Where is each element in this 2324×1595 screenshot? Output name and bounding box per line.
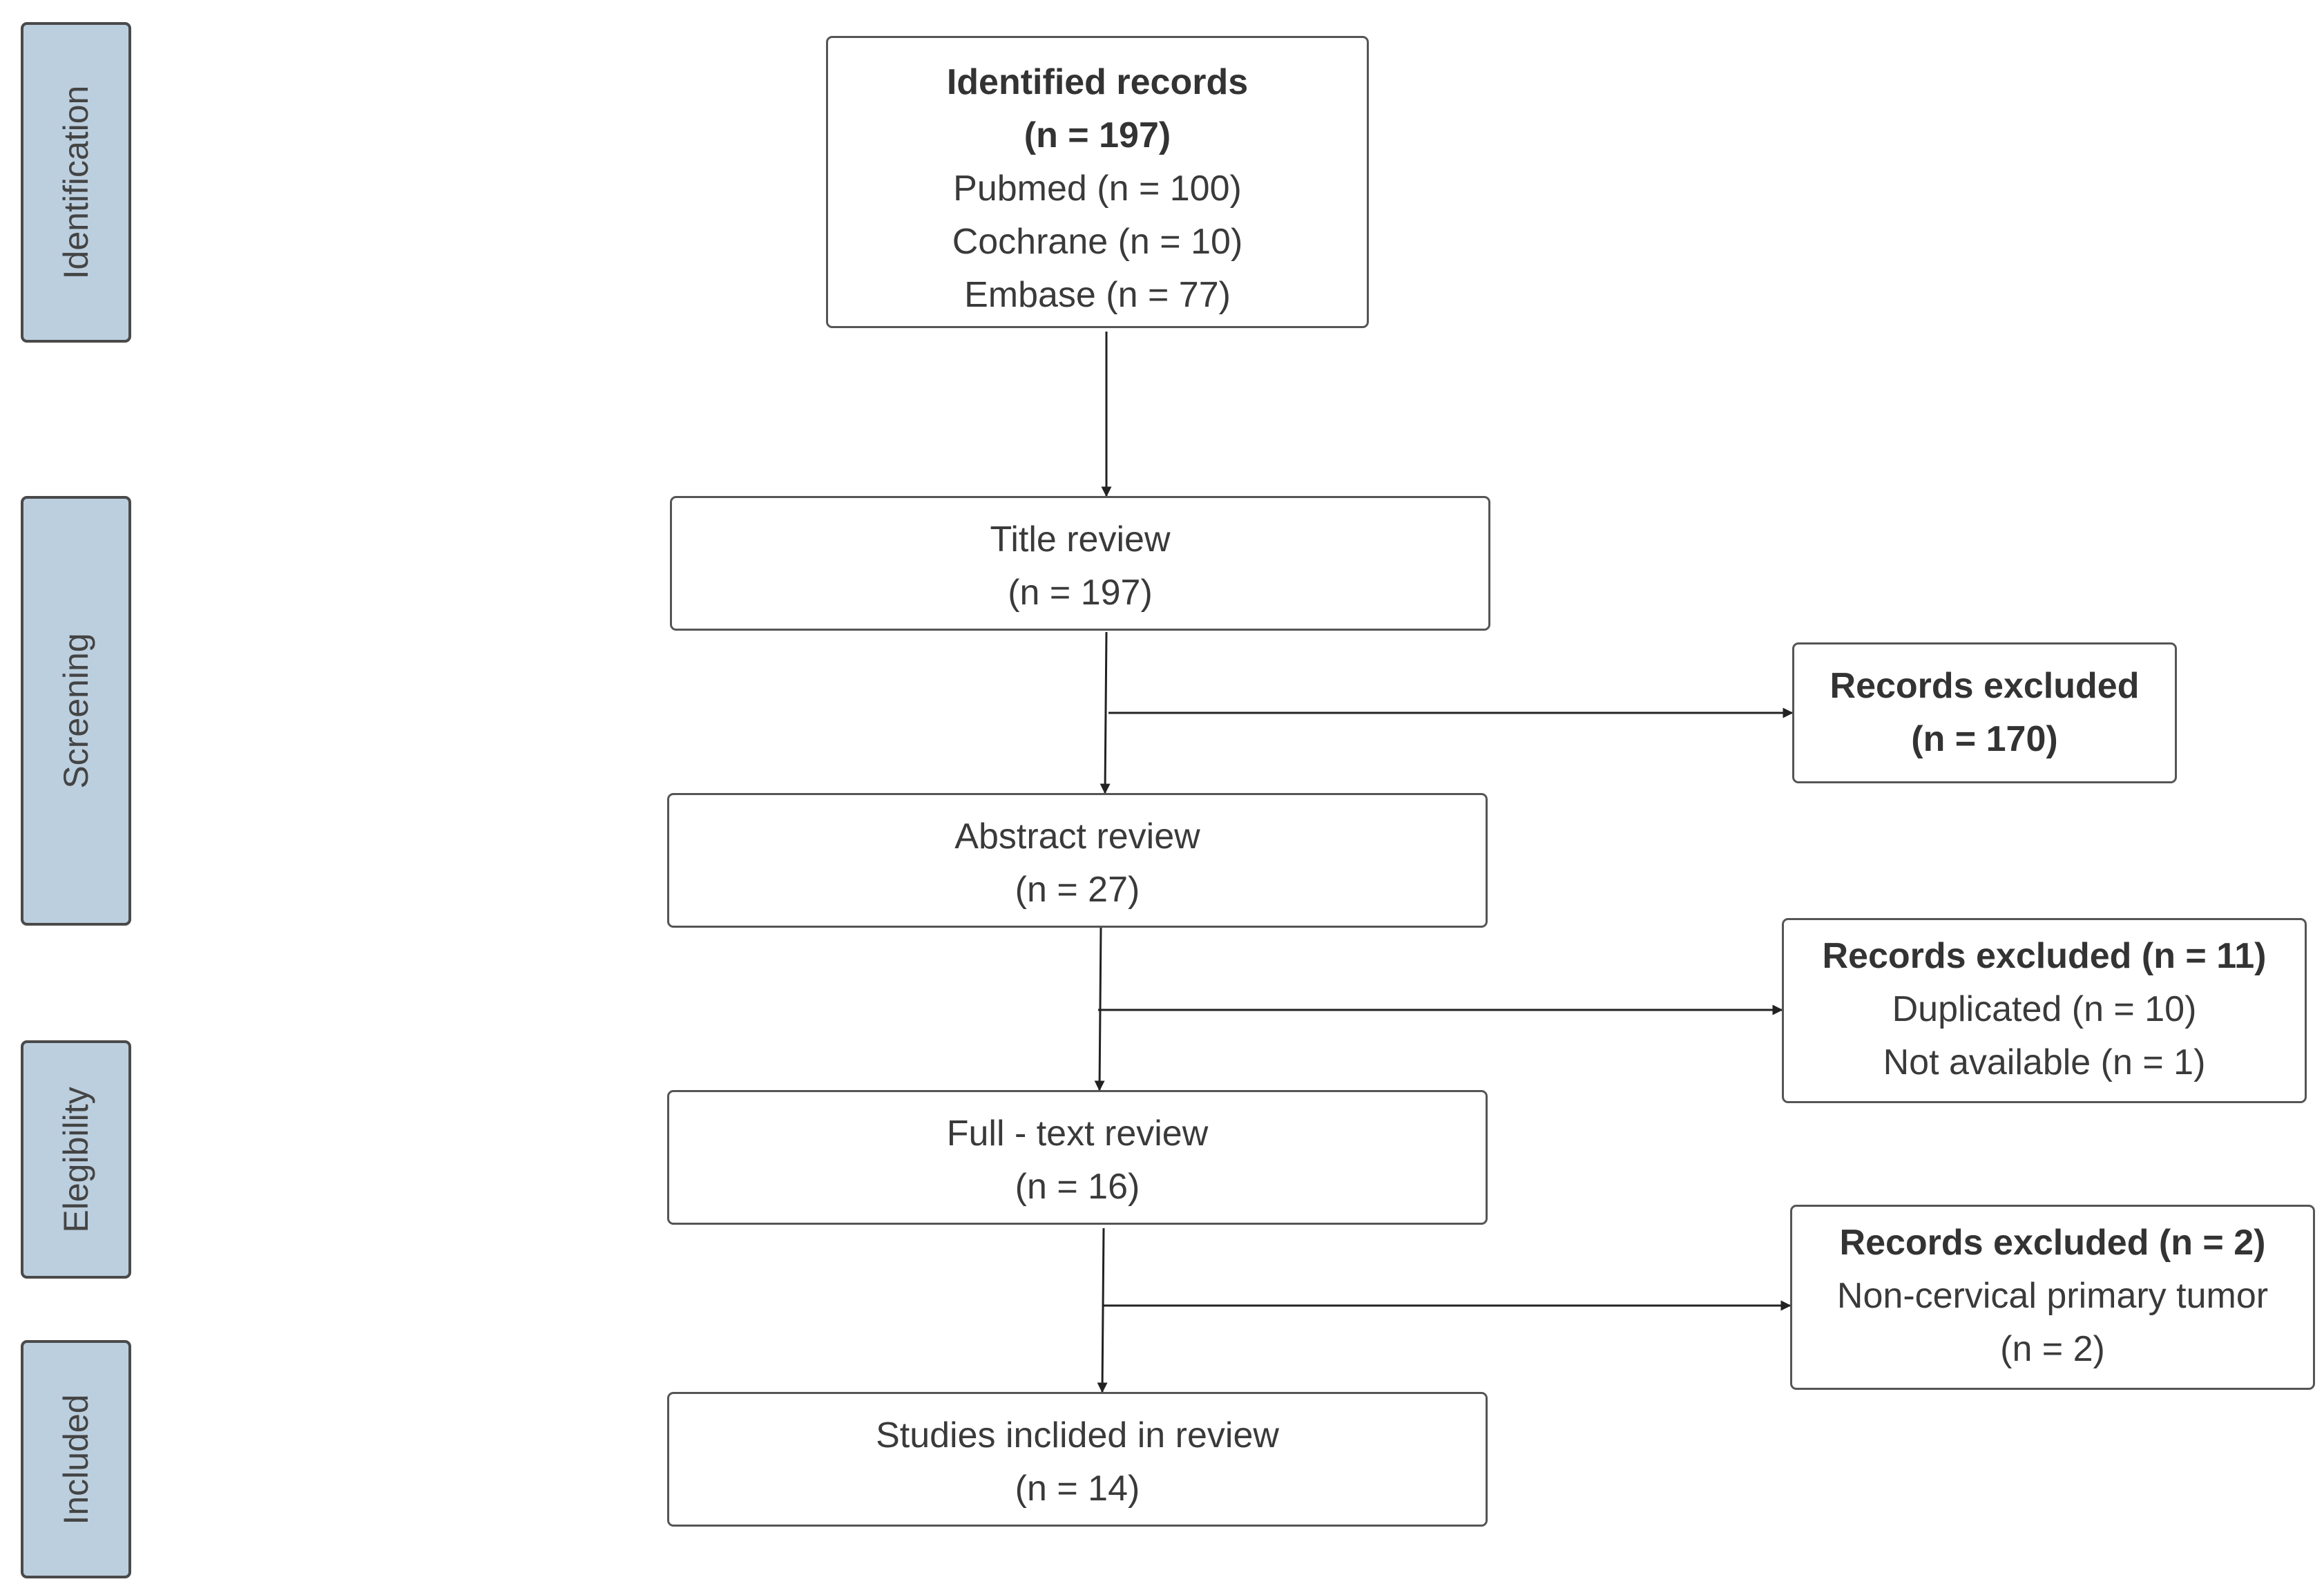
excluded-title-heading: Records excluded (1830, 666, 2140, 706)
title-review-count: (n = 197) (1008, 573, 1153, 613)
excluded-fulltext-heading: Records excluded (n = 2) (1839, 1223, 2266, 1263)
phase-screening: Screening (21, 496, 131, 926)
fulltext-review-box: Full - text review (n = 16) (667, 1090, 1488, 1225)
excluded-fulltext-box: Records excluded (n = 2) Non-cervical pr… (1790, 1205, 2315, 1390)
source-cochrane: Cochrane (n = 10) (952, 222, 1243, 262)
abstract-review-label: Abstract review (954, 816, 1200, 857)
excluded-reason-duplicated: Duplicated (n = 10) (1892, 989, 2197, 1029)
excluded-reason-noncervical: Non-cervical primary tumor (1836, 1276, 2269, 1316)
excluded-reason-noncervical-count: (n = 2) (2000, 1329, 2105, 1369)
excluded-title-count: (n = 170) (1911, 719, 2058, 759)
source-pubmed: Pubmed (n = 100) (953, 169, 1242, 209)
phase-eligibility: Elegibility (21, 1040, 131, 1279)
title-review-box: Title review (n = 197) (670, 496, 1490, 631)
excluded-abstract-box: Records excluded (n = 11) Duplicated (n … (1782, 918, 2307, 1103)
abstract-review-count: (n = 27) (1015, 870, 1140, 910)
arrow-fulltext-to-included (1097, 1228, 1108, 1393)
excluded-title-box: Records excluded (n = 170) (1792, 642, 2177, 783)
phase-included: Included (21, 1340, 131, 1578)
fulltext-review-label: Full - text review (946, 1114, 1209, 1154)
arrow-title-to-abstract (1099, 631, 1111, 794)
identified-records-title: Identified records (946, 62, 1249, 102)
included-studies-label: Studies inclided in review (876, 1415, 1279, 1455)
source-embase: Embase (n = 77) (964, 275, 1231, 315)
excluded-abstract-heading: Records excluded (n = 11) (1822, 936, 2267, 976)
phase-identification: Identification (21, 22, 131, 343)
title-review-label: Title review (990, 519, 1171, 560)
identified-records-box: Identified records (n = 197) Pubmed (n =… (826, 36, 1369, 328)
included-studies-count: (n = 14) (1015, 1469, 1140, 1509)
fulltext-review-count: (n = 16) (1015, 1167, 1140, 1207)
excluded-reason-not-available: Not available (n = 1) (1883, 1042, 2206, 1082)
abstract-review-box: Abstract review (n = 27) (667, 793, 1488, 928)
identified-records-count: (n = 197) (1024, 115, 1171, 155)
included-studies-box: Studies inclided in review (n = 14) (667, 1392, 1488, 1527)
